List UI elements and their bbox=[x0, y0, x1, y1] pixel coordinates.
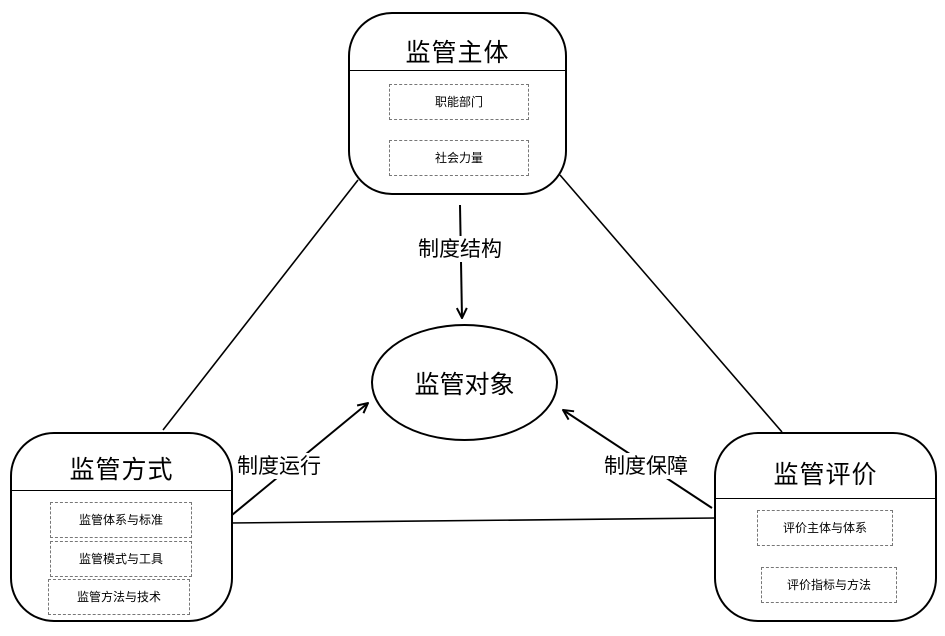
subject-item: 社会力量 bbox=[389, 140, 529, 176]
object-ellipse: 监管对象 bbox=[371, 324, 558, 441]
method-box: 监管方式 监管体系与标准 监管模式与工具 监管方法与技术 bbox=[10, 432, 233, 622]
evaluation-item: 评价指标与方法 bbox=[761, 567, 897, 603]
subject-method-line bbox=[162, 179, 359, 431]
subject-title: 监管主体 bbox=[405, 38, 510, 67]
method-title: 监管方式 bbox=[69, 455, 174, 484]
subject-item: 职能部门 bbox=[389, 84, 529, 120]
method-divider bbox=[12, 490, 231, 491]
evaluation-item: 评价主体与体系 bbox=[757, 510, 893, 546]
method-item: 监管模式与工具 bbox=[50, 541, 192, 577]
method-item: 监管方法与技术 bbox=[48, 579, 190, 615]
subject-divider bbox=[350, 70, 565, 71]
evaluation-divider bbox=[716, 498, 935, 499]
label-operation: 制度运行 bbox=[237, 453, 321, 479]
subject-box: 监管主体 职能部门 社会力量 bbox=[348, 12, 567, 195]
subject-evaluation-line bbox=[559, 174, 783, 433]
label-guarantee: 制度保障 bbox=[604, 453, 688, 479]
method-evaluation-line bbox=[229, 517, 717, 524]
evaluation-box: 监管评价 评价主体与体系 评价指标与方法 bbox=[714, 432, 937, 622]
label-structure: 制度结构 bbox=[418, 236, 502, 262]
evaluation-title: 监管评价 bbox=[773, 460, 878, 489]
object-title: 监管对象 bbox=[414, 369, 515, 399]
method-item: 监管体系与标准 bbox=[50, 502, 192, 538]
